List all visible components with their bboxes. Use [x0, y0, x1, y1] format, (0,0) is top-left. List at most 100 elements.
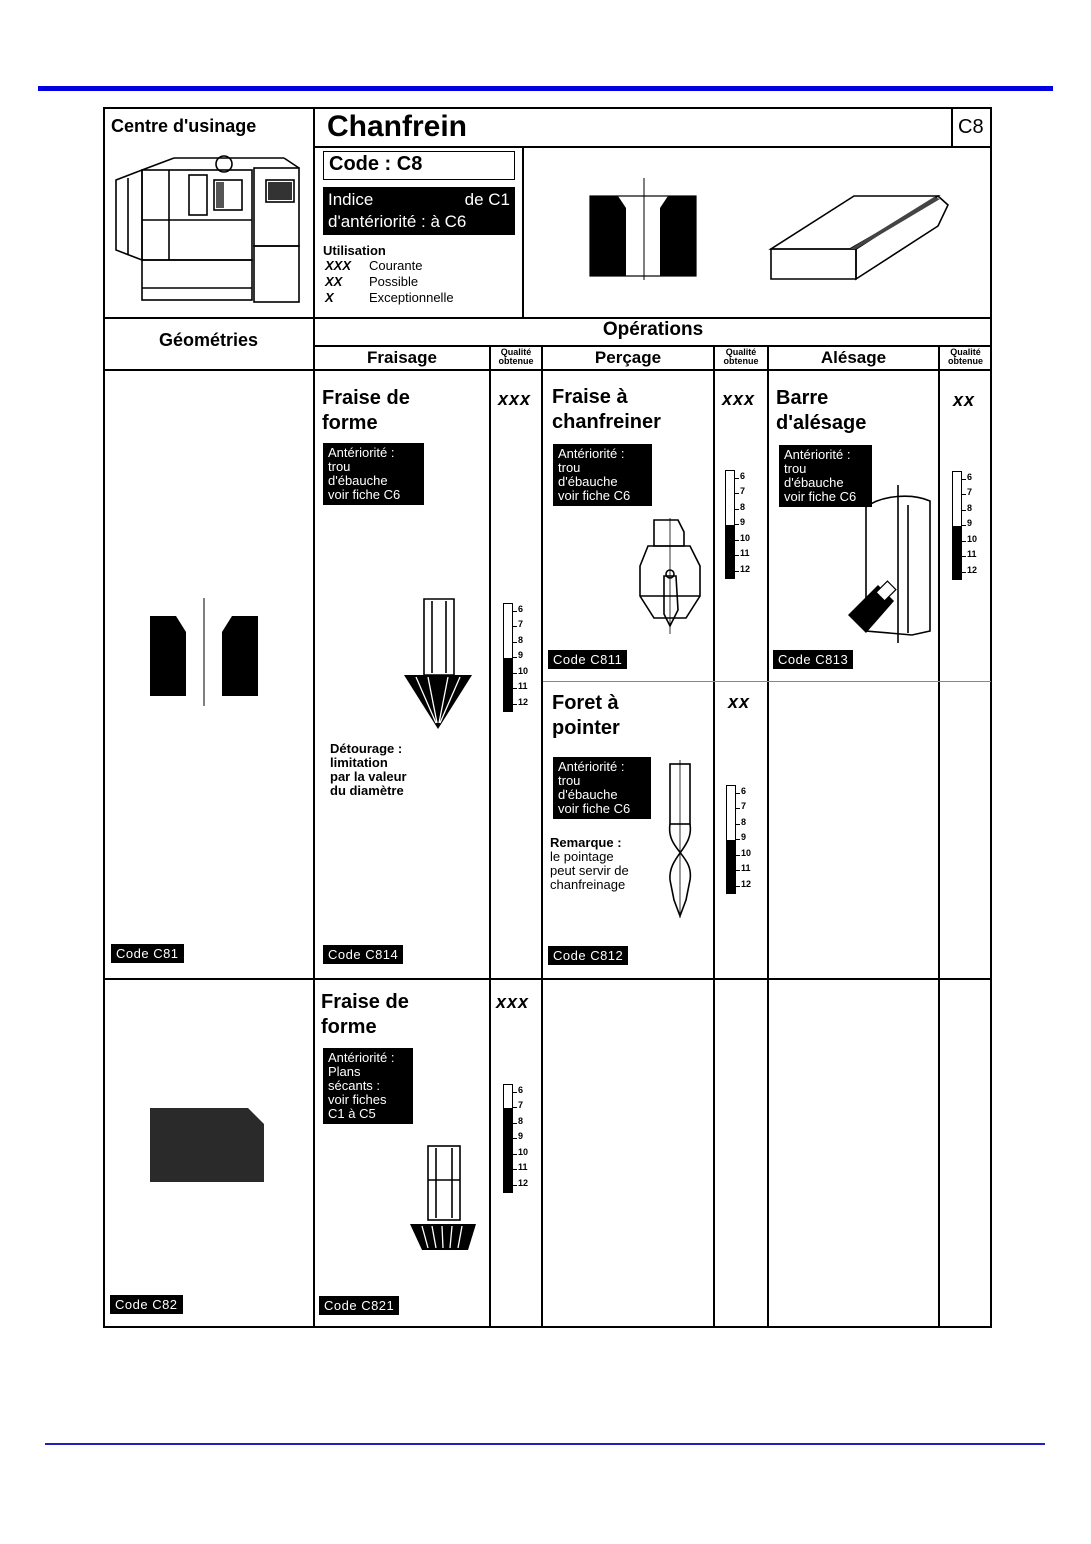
quality-scale-label: 12 [518, 1177, 529, 1188]
bottom-rule [45, 1443, 1045, 1445]
usage-stars: xxx [498, 389, 532, 409]
quality-scale-tick [962, 525, 966, 527]
machining-center-illustration [115, 155, 300, 303]
grid-line [104, 317, 991, 319]
quality-scale-tick [513, 703, 517, 705]
quality-scale-label: 10 [741, 847, 752, 858]
quality-scale-label: 8 [741, 816, 747, 827]
machine-label: Centre d'usinage [111, 116, 257, 136]
quality-scale-label: 11 [967, 549, 977, 560]
legend-label: Exceptionnelle [369, 290, 454, 305]
usage-stars: xxx [496, 992, 530, 1012]
quality-scale-label: 10 [518, 1146, 529, 1157]
quality-scale-tick [736, 885, 740, 887]
page-title: Chanfrein [327, 110, 468, 143]
quality-scale-label: 8 [518, 1115, 524, 1126]
quality-scale-fill [726, 525, 734, 578]
grid-line [713, 345, 715, 1327]
quality-scale-fill [953, 526, 961, 579]
quality-scale-label: 6 [741, 785, 747, 796]
quality-scale-label: 9 [518, 1131, 524, 1142]
quality-scale-bar [726, 785, 736, 894]
corner-code: C8 [958, 116, 984, 138]
quality-scale-label: 9 [967, 518, 973, 529]
geometry-code: Code C82 [110, 1295, 183, 1314]
grid-line [315, 345, 991, 347]
legend-label: Courante [369, 258, 423, 273]
quality-scale-label: 6 [518, 1084, 524, 1095]
quality-scale-tick [735, 570, 739, 572]
quality-scale-label: 8 [967, 502, 973, 513]
sheet-frame [103, 107, 992, 1328]
grid-line [543, 681, 991, 682]
quality-scale-label: 9 [741, 832, 747, 843]
geometry-code: Code C81 [111, 944, 184, 963]
quality-scale-tick [736, 792, 740, 794]
grid-line [951, 108, 953, 147]
quality-scale-tick [735, 524, 739, 526]
quality-scale-bar [725, 470, 735, 579]
quality-scale-tick [513, 610, 517, 612]
index-label: Indice [328, 190, 374, 209]
chamfer-mill-illustration [639, 518, 701, 634]
quality-scale-tick [513, 688, 517, 690]
quality-scale-label: 8 [518, 634, 524, 645]
geometry-chamfered-hole [150, 598, 258, 706]
quality-scale-tick [736, 854, 740, 856]
grid-line [489, 345, 491, 1327]
grid-line [522, 146, 524, 318]
quality-scale-tick [513, 1138, 517, 1140]
form-cutter-illustration [410, 1145, 476, 1250]
quality-scale-bar [952, 471, 962, 580]
quality-scale-label: 12 [518, 696, 529, 707]
chamfered-bar-illustration [768, 194, 949, 281]
quality-scale-tick [735, 555, 739, 557]
quality-scale-label: 8 [740, 501, 746, 512]
quality-scale-label: 12 [967, 564, 978, 575]
quality-scale-fill [727, 840, 735, 893]
quality-scale-label: 11 [741, 863, 751, 874]
grid-line [313, 108, 315, 1327]
operations-header: Opérations [602, 319, 704, 340]
quality-scale-tick [735, 493, 739, 495]
alesage-header: Alésage [820, 348, 887, 367]
quality-scale-tick [513, 1169, 517, 1171]
quality-scale-bar [503, 603, 513, 712]
quality-scale-fill [504, 658, 512, 711]
index-from: de C1 [464, 190, 510, 209]
quality-scale-tick [513, 641, 517, 643]
quality-scale-label: 7 [518, 1100, 524, 1111]
geometries-header: Géométries [158, 330, 259, 350]
grid-line [938, 345, 940, 1327]
fraisage-header: Fraisage [367, 348, 437, 367]
legend-title: Utilisation [323, 243, 386, 258]
quality-scale-tick [736, 870, 740, 872]
quality-scale-label: 6 [740, 470, 746, 481]
operation-code: Code C811 [548, 650, 628, 669]
quality-scale-tick [513, 1184, 517, 1186]
usage-stars: xx [953, 390, 976, 410]
quality-scale-tick [735, 477, 739, 479]
quality-scale-label: 6 [518, 603, 524, 614]
quality-scale-tick [513, 1107, 517, 1109]
operation-code: Code C821 [319, 1296, 400, 1315]
operation-code: Code C812 [548, 946, 629, 965]
quality-scale-label: 7 [518, 619, 524, 630]
center-drill-illustration [668, 760, 692, 919]
grid-line [315, 146, 991, 148]
quality-scale-tick [735, 508, 739, 510]
usage-stars: xxx [722, 389, 756, 409]
boring-bar-illustration [848, 485, 931, 643]
quality-scale-tick [962, 540, 966, 542]
